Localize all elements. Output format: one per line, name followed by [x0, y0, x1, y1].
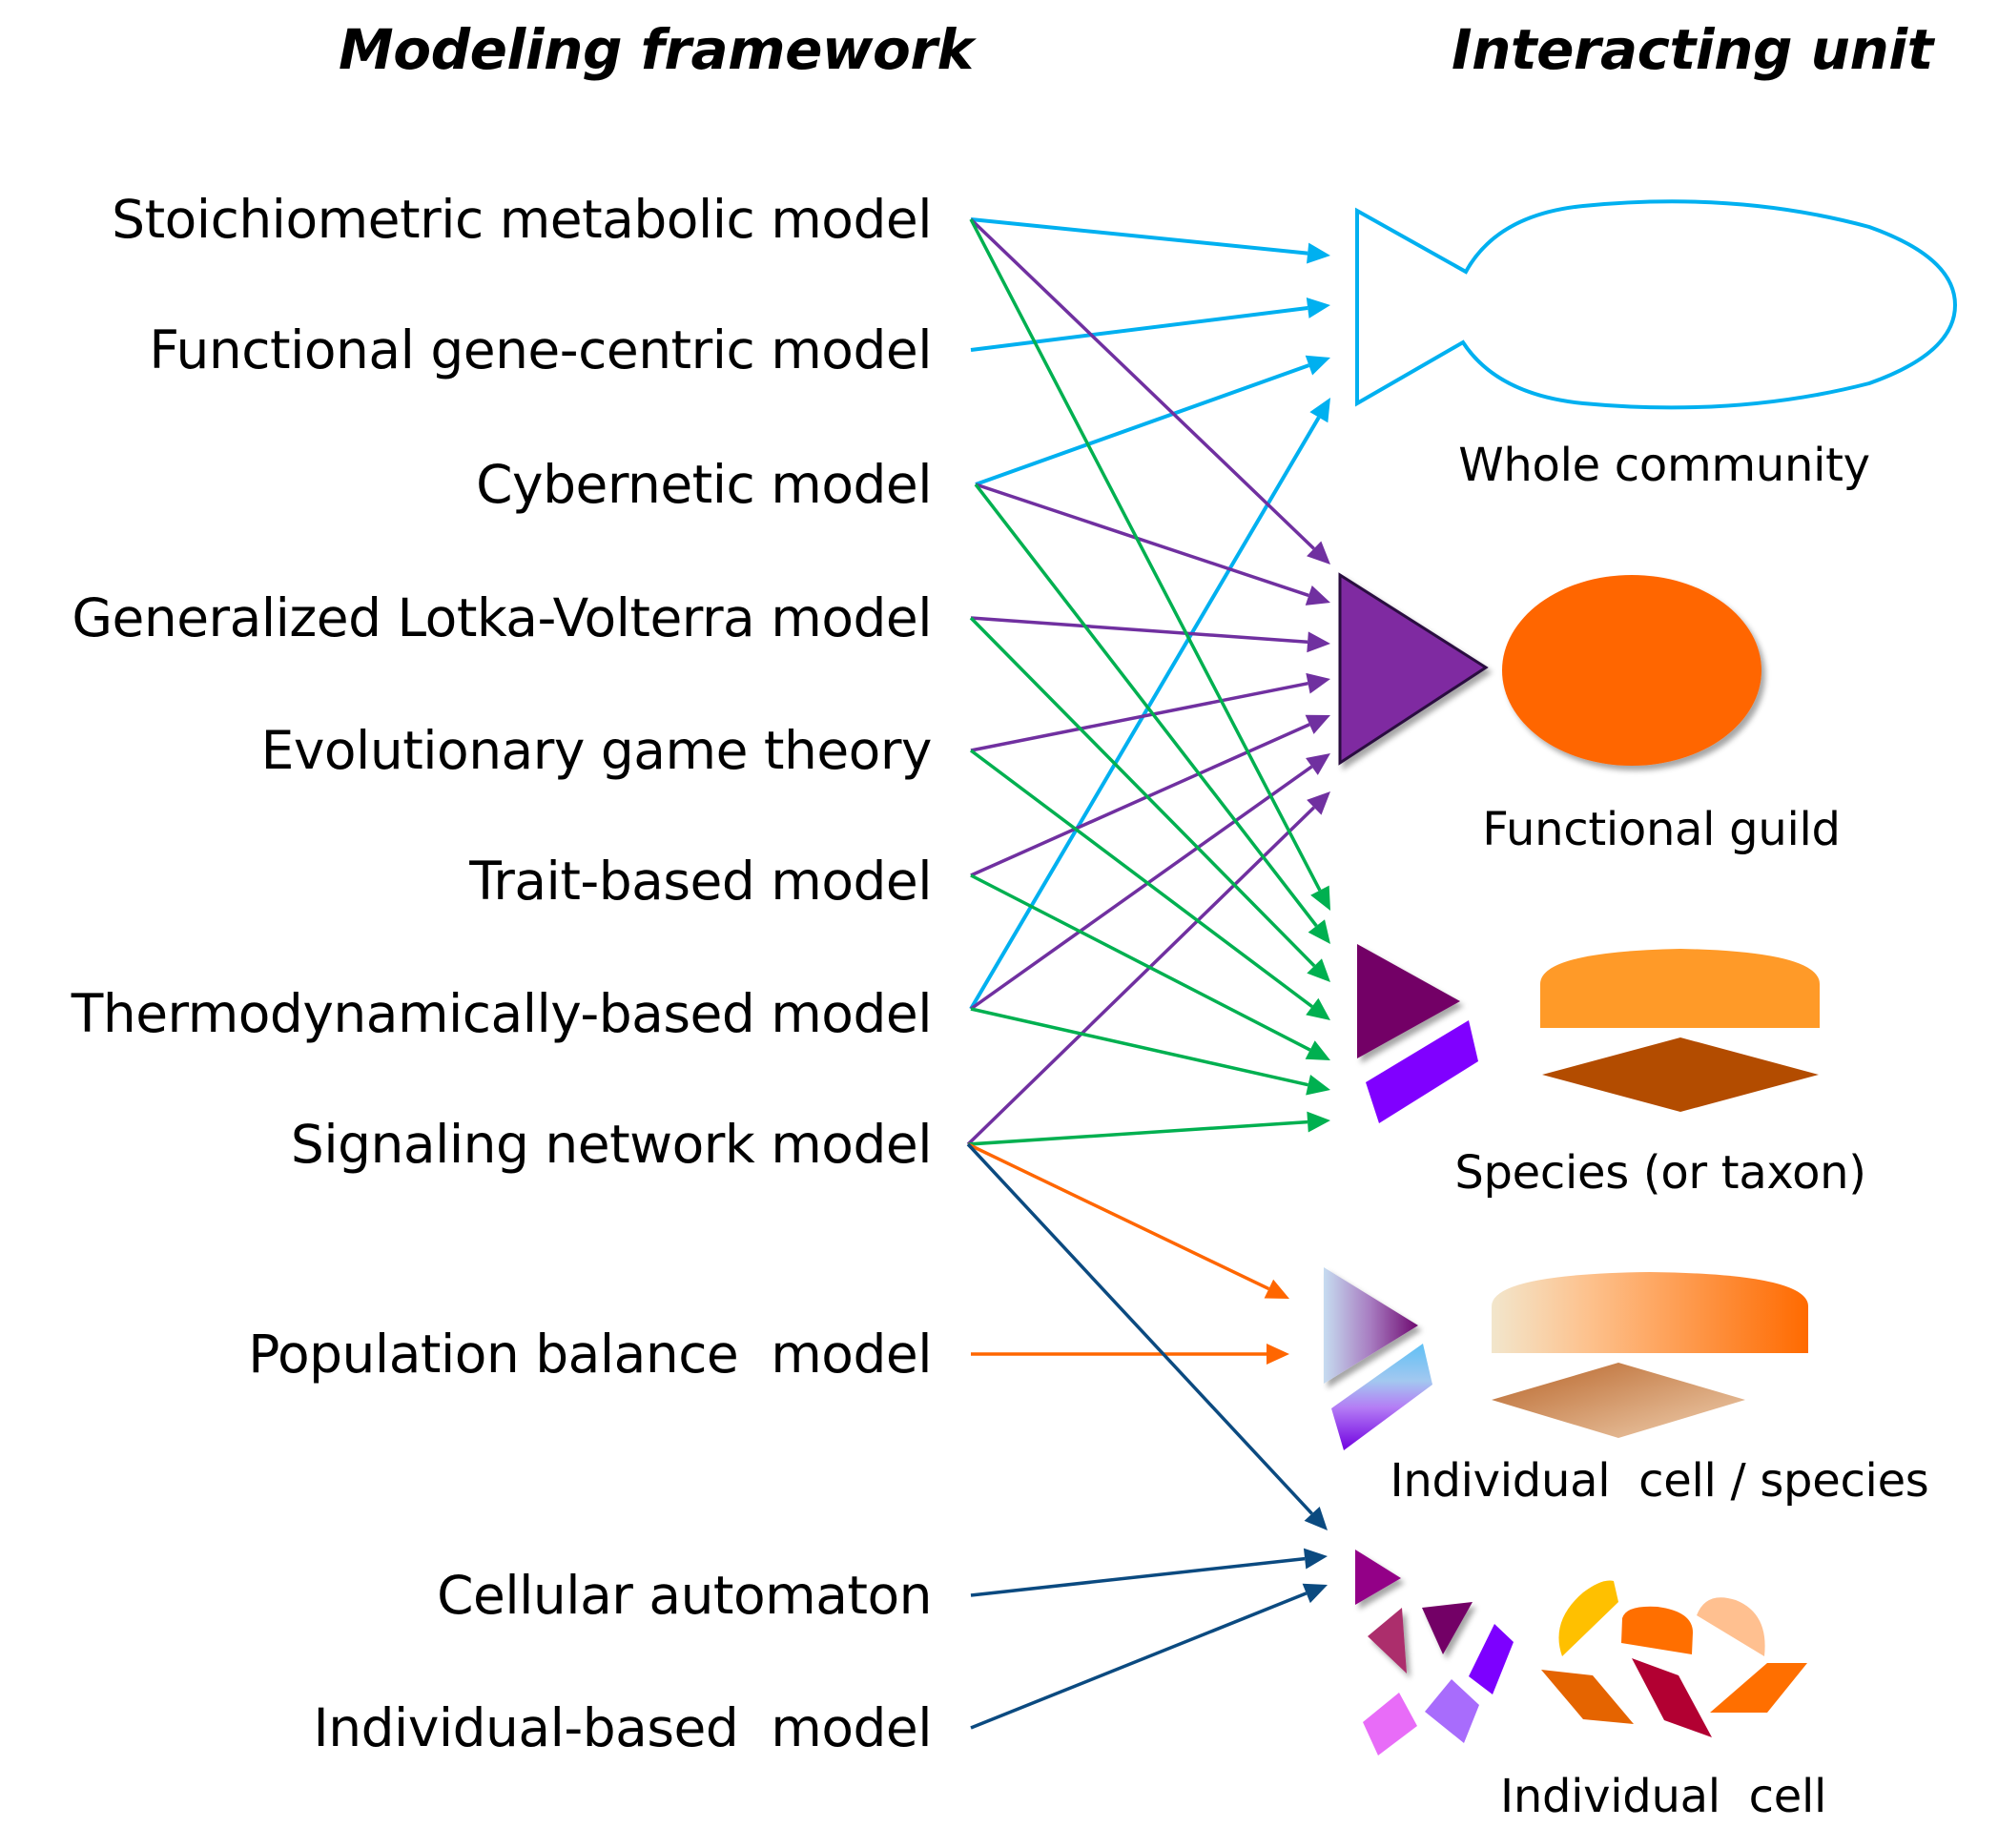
model-label-cellular-automaton: Cellular automaton	[437, 1565, 932, 1626]
arrows-group	[966, 217, 1330, 1730]
arrow-lotka-volterra-to-functional-guild	[970, 616, 1308, 645]
arrowhead-icon	[1264, 1279, 1289, 1299]
arrow-thermodynamic-to-whole-community	[969, 416, 1321, 1011]
arrowhead-icon	[1307, 958, 1330, 982]
unit-label-whole-community: Whole community	[1458, 439, 1870, 492]
arrow-trait-based-to-species	[970, 873, 1311, 1052]
model-label-individual-based: Individual-based model	[313, 1697, 933, 1758]
gradient-dome-icon	[1492, 1272, 1808, 1353]
arrowhead-icon	[1305, 1040, 1330, 1060]
arrow-cybernetic-to-functional-guild	[975, 483, 1309, 598]
model-label-signaling: Signaling network model	[290, 1114, 933, 1175]
cell-fragment-icon	[1422, 1602, 1473, 1654]
cell-fragment-icon	[1541, 1670, 1634, 1724]
arrow-cybernetic-to-species	[974, 483, 1318, 928]
arrowhead-icon	[1267, 1344, 1289, 1365]
arrow-evo-game-to-functional-guild	[970, 681, 1308, 752]
model-label-thermodynamic: Thermodynamically-based model	[71, 983, 933, 1044]
unit-whole-community-icon	[1355, 199, 1958, 410]
arrow-individual-based-to-individual-cell	[970, 1591, 1308, 1730]
arrowhead-icon	[1310, 885, 1330, 911]
cell-fragment-icon	[1632, 1658, 1712, 1737]
arrowhead-icon	[1307, 631, 1330, 653]
guild-triangle-icon	[1338, 572, 1489, 766]
cell-fragment-icon	[1697, 1597, 1765, 1656]
gradient-parallelogram-icon	[1331, 1344, 1432, 1450]
species-triangle-icon	[1357, 944, 1460, 1058]
modeling-framework-header: Modeling framework	[339, 17, 974, 82]
arrow-trait-based-to-functional-guild	[970, 723, 1310, 877]
arrowhead-icon	[1306, 672, 1330, 694]
model-label-cybernetic: Cybernetic model	[476, 454, 932, 515]
arrow-thermodynamic-to-species	[970, 1007, 1308, 1087]
model-label-population-balance: Population balance model	[248, 1324, 932, 1385]
arrowhead-icon	[1306, 298, 1330, 318]
cell-fragment-icon	[1710, 1663, 1807, 1713]
unit-species-icon	[1357, 944, 1820, 1123]
arrowhead-icon	[1305, 355, 1330, 376]
arrowhead-icon	[1302, 1583, 1328, 1604]
arrow-cybernetic-to-whole-community	[975, 363, 1310, 486]
unit-individual-cell-species-icon	[1324, 1267, 1808, 1450]
arrow-thermodynamic-to-functional-guild	[969, 765, 1313, 1011]
fish-outline-icon	[1355, 199, 1958, 410]
cell-fragment-icon	[1425, 1679, 1479, 1743]
arrow-signaling-to-functional-guild	[966, 806, 1316, 1146]
cell-fragment-icon	[1355, 1550, 1401, 1605]
unit-individual-cell-icon	[1355, 1550, 1807, 1756]
arrow-cellular-automaton-to-individual-cell	[970, 1556, 1306, 1597]
arrowhead-icon	[1303, 1548, 1328, 1570]
arrowhead-icon	[1308, 919, 1330, 944]
arrowhead-icon	[1309, 398, 1330, 423]
arrow-evo-game-to-species	[969, 749, 1313, 1008]
cell-fragment-icon	[1621, 1606, 1693, 1654]
arrow-signaling-to-individual-cell	[966, 1142, 1313, 1515]
unit-label-individual-cell-species: Individual cell / species	[1390, 1454, 1929, 1508]
arrowhead-icon	[1305, 585, 1330, 606]
arrow-gene-centric-to-whole-community	[970, 305, 1308, 352]
arrowhead-icon	[1307, 791, 1330, 815]
unit-label-individual-cell: Individual cell	[1499, 1770, 1827, 1823]
unit-label-species: Species (or taxon)	[1454, 1146, 1866, 1200]
arrow-stoichiometric-to-species	[969, 218, 1322, 892]
guild-ellipse-icon	[1502, 575, 1761, 766]
arrowhead-icon	[1304, 1506, 1328, 1530]
arrowhead-icon	[1306, 997, 1330, 1020]
species-parallelogram-icon	[1366, 1020, 1478, 1123]
model-label-stoichiometric: Stoichiometric metabolic model	[112, 189, 932, 250]
model-label-evo-game: Evolutionary game theory	[260, 720, 933, 781]
arrowhead-icon	[1306, 753, 1330, 775]
arrowhead-icon	[1306, 1074, 1330, 1096]
model-label-trait-based: Trait-based model	[469, 851, 932, 912]
species-dome-icon	[1540, 949, 1820, 1028]
interacting-unit-header: Interacting unit	[1452, 17, 1933, 82]
species-diamond-icon	[1542, 1037, 1819, 1112]
gradient-triangle-icon	[1324, 1267, 1418, 1384]
arrowhead-icon	[1307, 1111, 1330, 1133]
cell-fragment-icon	[1469, 1624, 1514, 1694]
arrow-stoichiometric-to-whole-community	[970, 217, 1308, 256]
unit-label-functional-guild: Functional guild	[1482, 803, 1841, 856]
arrow-signaling-to-individual-cell-species	[967, 1142, 1270, 1291]
arrowhead-icon	[1307, 541, 1330, 565]
arrowhead-icon	[1305, 714, 1330, 734]
unit-functional-guild-icon	[1338, 572, 1761, 766]
arrow-signaling-to-species	[967, 1119, 1308, 1146]
cell-fragment-icon	[1558, 1580, 1618, 1656]
gradient-diamond-icon	[1492, 1363, 1745, 1438]
cell-fragment-icon	[1368, 1608, 1407, 1673]
arrow-lotka-volterra-to-species	[969, 616, 1316, 968]
arrowhead-icon	[1307, 242, 1330, 264]
model-label-gene-centric: Functional gene-centric model	[149, 319, 932, 380]
model-label-lotka-volterra: Generalized Lotka-Volterra model	[72, 587, 932, 648]
arrow-stoichiometric-to-functional-guild	[969, 217, 1315, 550]
cell-fragment-icon	[1363, 1693, 1417, 1756]
